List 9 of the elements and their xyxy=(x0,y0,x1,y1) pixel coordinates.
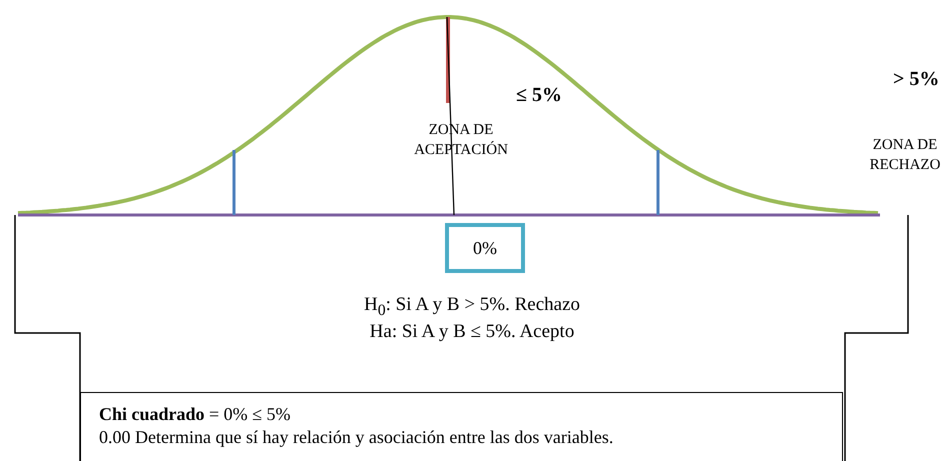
result-formula: Chi cuadrado = 0% ≤ 5% xyxy=(99,403,291,426)
zone-label: ZONA DE RECHAZO xyxy=(868,136,942,175)
value-box: 0% xyxy=(445,223,525,273)
hypothesis-text: Ha: Si A y B ≤ 5%. Acepto xyxy=(368,321,576,343)
threshold-label: > 5% xyxy=(893,68,940,91)
threshold-label: ≤ 5% xyxy=(516,84,562,107)
hypothesis-text: H$_{0}$: Si A y B > 5%. Rechazo xyxy=(362,294,582,320)
result-text: 0.00 Determina que sí hay relación y asociación entre las dos variables. xyxy=(99,426,614,449)
result-box xyxy=(80,392,843,461)
